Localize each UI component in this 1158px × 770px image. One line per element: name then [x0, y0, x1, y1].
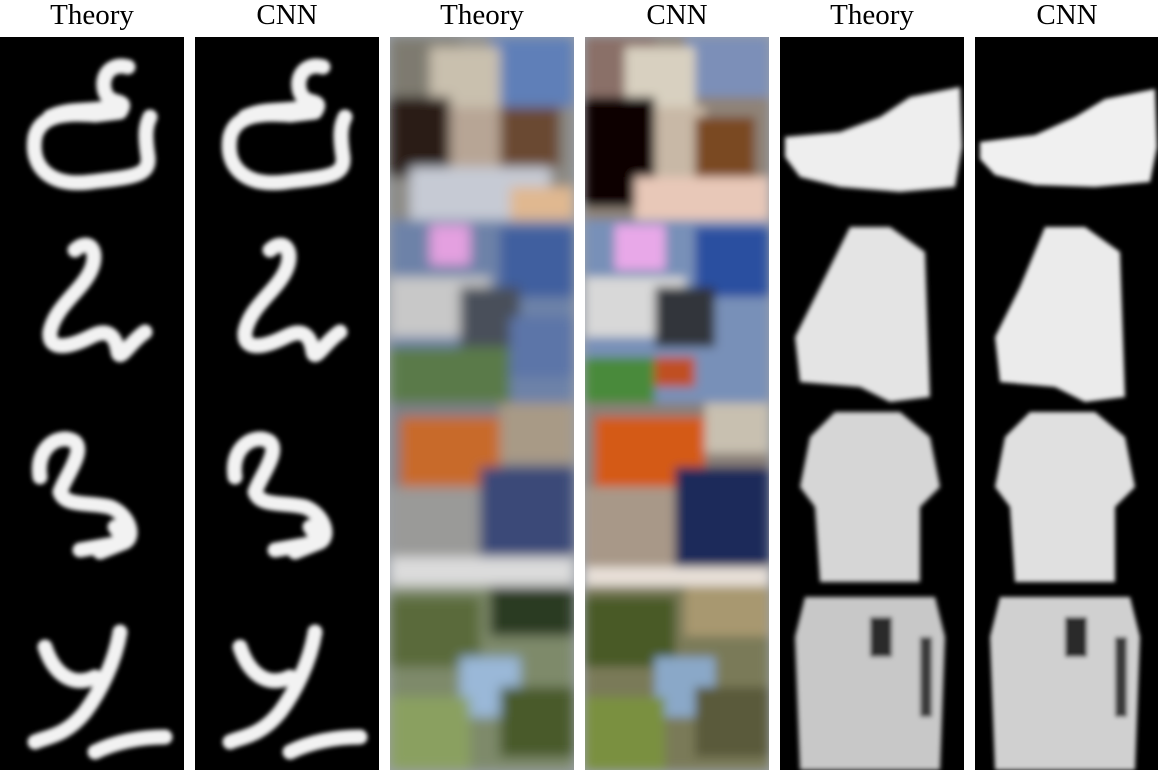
cifar-theory-panel [390, 37, 574, 770]
fashion-theory-panel [780, 37, 964, 770]
column-header-fashion-cnn: CNN [1036, 0, 1098, 31]
top-shape [795, 227, 930, 402]
shirt-shape [795, 597, 945, 770]
digit-stroke-5 [27, 624, 128, 750]
mnist-cnn-panel [195, 37, 379, 770]
sneaker-shape [785, 87, 962, 192]
cifar-cnn-panel [585, 37, 769, 770]
digit-stroke-1 [26, 58, 158, 191]
mnist-theory-panel [0, 37, 184, 770]
column-header-mnist-theory: Theory [50, 0, 134, 31]
digit-stroke-4 [31, 431, 138, 560]
column-header-cifar-cnn: CNN [646, 0, 708, 31]
dress-shape [800, 412, 940, 582]
column-header-mnist-cnn: CNN [256, 0, 318, 31]
column-header-fashion-theory: Theory [830, 0, 914, 31]
digit-stroke-2 [42, 99, 118, 125]
digit-stroke-6 [87, 729, 173, 760]
fashion-cnn-panel [975, 37, 1158, 770]
digit-stroke-3 [42, 237, 153, 362]
column-header-cifar-theory: Theory [440, 0, 524, 31]
